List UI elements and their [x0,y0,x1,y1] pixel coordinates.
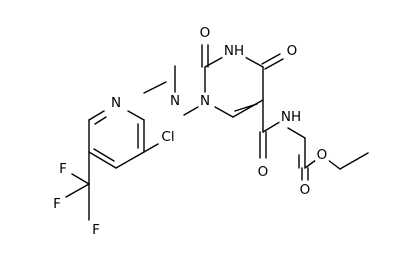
atom-cl: Cl [161,129,174,145]
atom-label-layer: O NH O N N N Cl O NH O O F F F [53,25,327,238]
bond-namine-pyc2 [143,81,167,94]
atom-f-right: F [92,222,100,238]
bond-cf3-f-top [71,173,90,185]
bond-pyc6-pyn-inner [94,116,107,125]
atom-o-c2: O [200,25,211,41]
bond-pyn-pyc2 [127,110,145,121]
bond-pyc4-pyc5 [88,151,117,169]
bond-pyc6-pyn [88,110,105,121]
atom-f-top: F [59,161,67,177]
atom-o-carbamate: O [300,182,311,198]
label-backing [198,92,212,110]
bond-nh-ccarb-up [287,127,306,139]
bond-pyc3-pyc4 [115,151,145,169]
label-backing [159,128,177,146]
bond-n3-c4 [242,55,264,68]
label-backing-layer [51,24,329,239]
label-backing [198,24,212,42]
atom-n-amine: N [170,93,180,109]
atom-n-pyridine: N [111,95,121,111]
bond-c4-o-a [261,53,281,65]
bond-pyc3-cl [143,143,159,153]
bond-layer [65,44,369,221]
atom-nh-amide: NH [281,109,301,125]
atom-o-ester: O [317,147,328,163]
label-backing [222,42,246,60]
bond-ch2-ch3 [339,152,369,170]
atom-n-n1: N [200,93,210,109]
atom-f-left: F [53,196,61,212]
label-backing [168,92,182,110]
label-backing [298,181,312,199]
atom-o-c4: O [287,43,298,59]
bond-c4-o-b [264,58,284,70]
label-backing [279,108,303,126]
label-backing [109,94,123,112]
label-backing [90,221,102,239]
label-backing [315,146,329,164]
label-backing [51,195,63,213]
bond-c6-n1 [214,106,234,118]
bond-c5-c6 [232,99,264,118]
bond-c5-c6-inner [234,103,258,112]
bond-pyc4-pyc5-inner [93,148,115,162]
label-backing [285,42,299,60]
atom-o-amide: O [258,164,269,180]
bond-oester-ch2 [327,159,341,170]
bond-cf3-f-left [65,183,90,198]
label-backing [57,160,69,178]
bond-n1-namine [183,106,199,116]
bond-ccarb-oester [304,159,317,169]
label-backing [256,163,270,181]
atom-nh-n3: NH [224,43,244,59]
